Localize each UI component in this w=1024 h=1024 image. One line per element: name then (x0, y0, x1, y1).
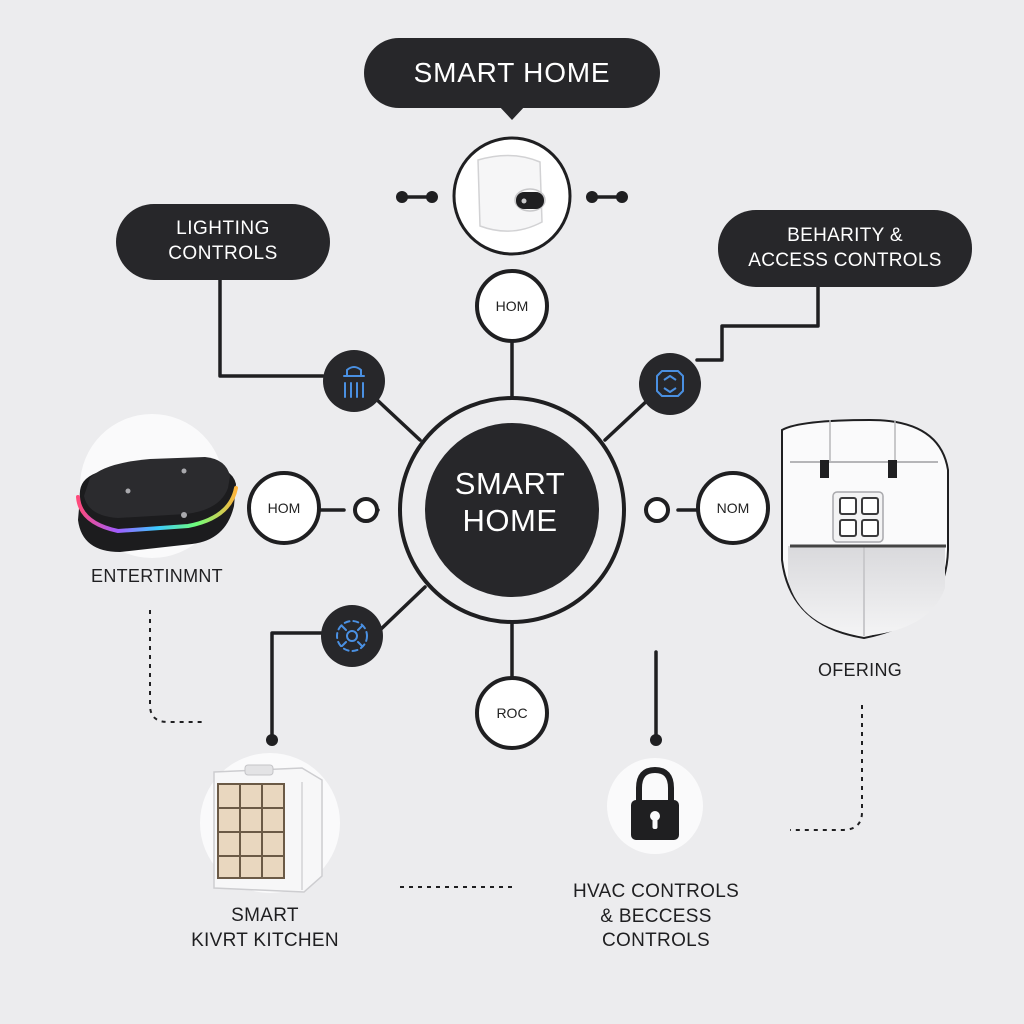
kitchen-line2: KIVRT KITCHEN (191, 929, 339, 951)
dashed-leaders (149, 610, 863, 888)
node-left[interactable] (247, 471, 321, 545)
dot (396, 191, 408, 203)
camera-icon[interactable] (639, 353, 701, 415)
hub-circle[interactable] (425, 423, 599, 597)
hvac-line3: CONTROLS (602, 930, 710, 952)
dot (266, 734, 278, 746)
ring-right (644, 497, 670, 523)
node-left-label: HOM (267, 500, 301, 516)
lighting-controls-pill[interactable]: LIGHTING CONTROLS (116, 204, 330, 280)
hub-label-line1: SMART (454, 466, 566, 501)
dashed-leader-entertainment (149, 610, 205, 723)
connector-lighting (218, 274, 325, 378)
connector-lower-left (378, 585, 427, 632)
smart-speaker-icon[interactable] (76, 414, 238, 558)
dot (586, 191, 598, 203)
hub-outer-ring (398, 396, 626, 624)
gear-icon[interactable] (321, 605, 383, 667)
dot (616, 191, 628, 203)
node-right-label: NOM (716, 500, 750, 516)
kitchen-label: SMART KIVRT KITCHEN (170, 904, 360, 953)
smart-device-icon[interactable] (323, 350, 385, 412)
connector-security (695, 284, 820, 362)
offering-label: OFERING (817, 660, 903, 680)
node-top[interactable] (475, 269, 549, 343)
smart-plug-icon[interactable] (452, 136, 572, 256)
security-access-pill[interactable]: BEHARITY & ACCESS CONTROLS (718, 210, 972, 287)
header-tail (498, 105, 526, 120)
connector-kitchen (270, 631, 327, 742)
node-bottom[interactable] (475, 676, 549, 750)
dot (426, 191, 438, 203)
ring-left (353, 497, 379, 523)
connector-upper-right (603, 396, 652, 442)
node-bottom-label: ROC (496, 705, 528, 721)
hvac-line2: & BECCESS (600, 905, 712, 927)
header-title-pill[interactable]: SMART HOME (364, 38, 660, 108)
security-line1: BEHARITY & (787, 224, 903, 246)
hub-label-line2: HOME (462, 502, 558, 538)
node-top-label: HOM (495, 298, 529, 314)
hvac-label: HVAC CONTROLS & BECCESS CONTROLS (550, 880, 762, 954)
node-right[interactable] (696, 471, 770, 545)
room-icon[interactable] (781, 418, 949, 640)
connector-upper-left (373, 396, 422, 442)
connector-dots (266, 191, 662, 746)
dot (650, 734, 662, 746)
entertainment-label: ENTERTINMNT (91, 566, 223, 586)
padlock-icon[interactable] (607, 758, 703, 854)
kitchen-line1: SMART (231, 905, 299, 926)
lighting-line2: CONTROLS (168, 243, 278, 264)
kitchen-appliance-icon[interactable] (200, 753, 340, 893)
hub-label: SMART HOME (404, 466, 616, 539)
hvac-line1: HVAC CONTROLS (572, 881, 740, 902)
security-line2: ACCESS CONTROLS (748, 249, 942, 271)
page-title: SMART HOME (413, 56, 611, 88)
dashed-leader-offering (790, 705, 863, 831)
lighting-line1: LIGHTING (176, 218, 270, 240)
